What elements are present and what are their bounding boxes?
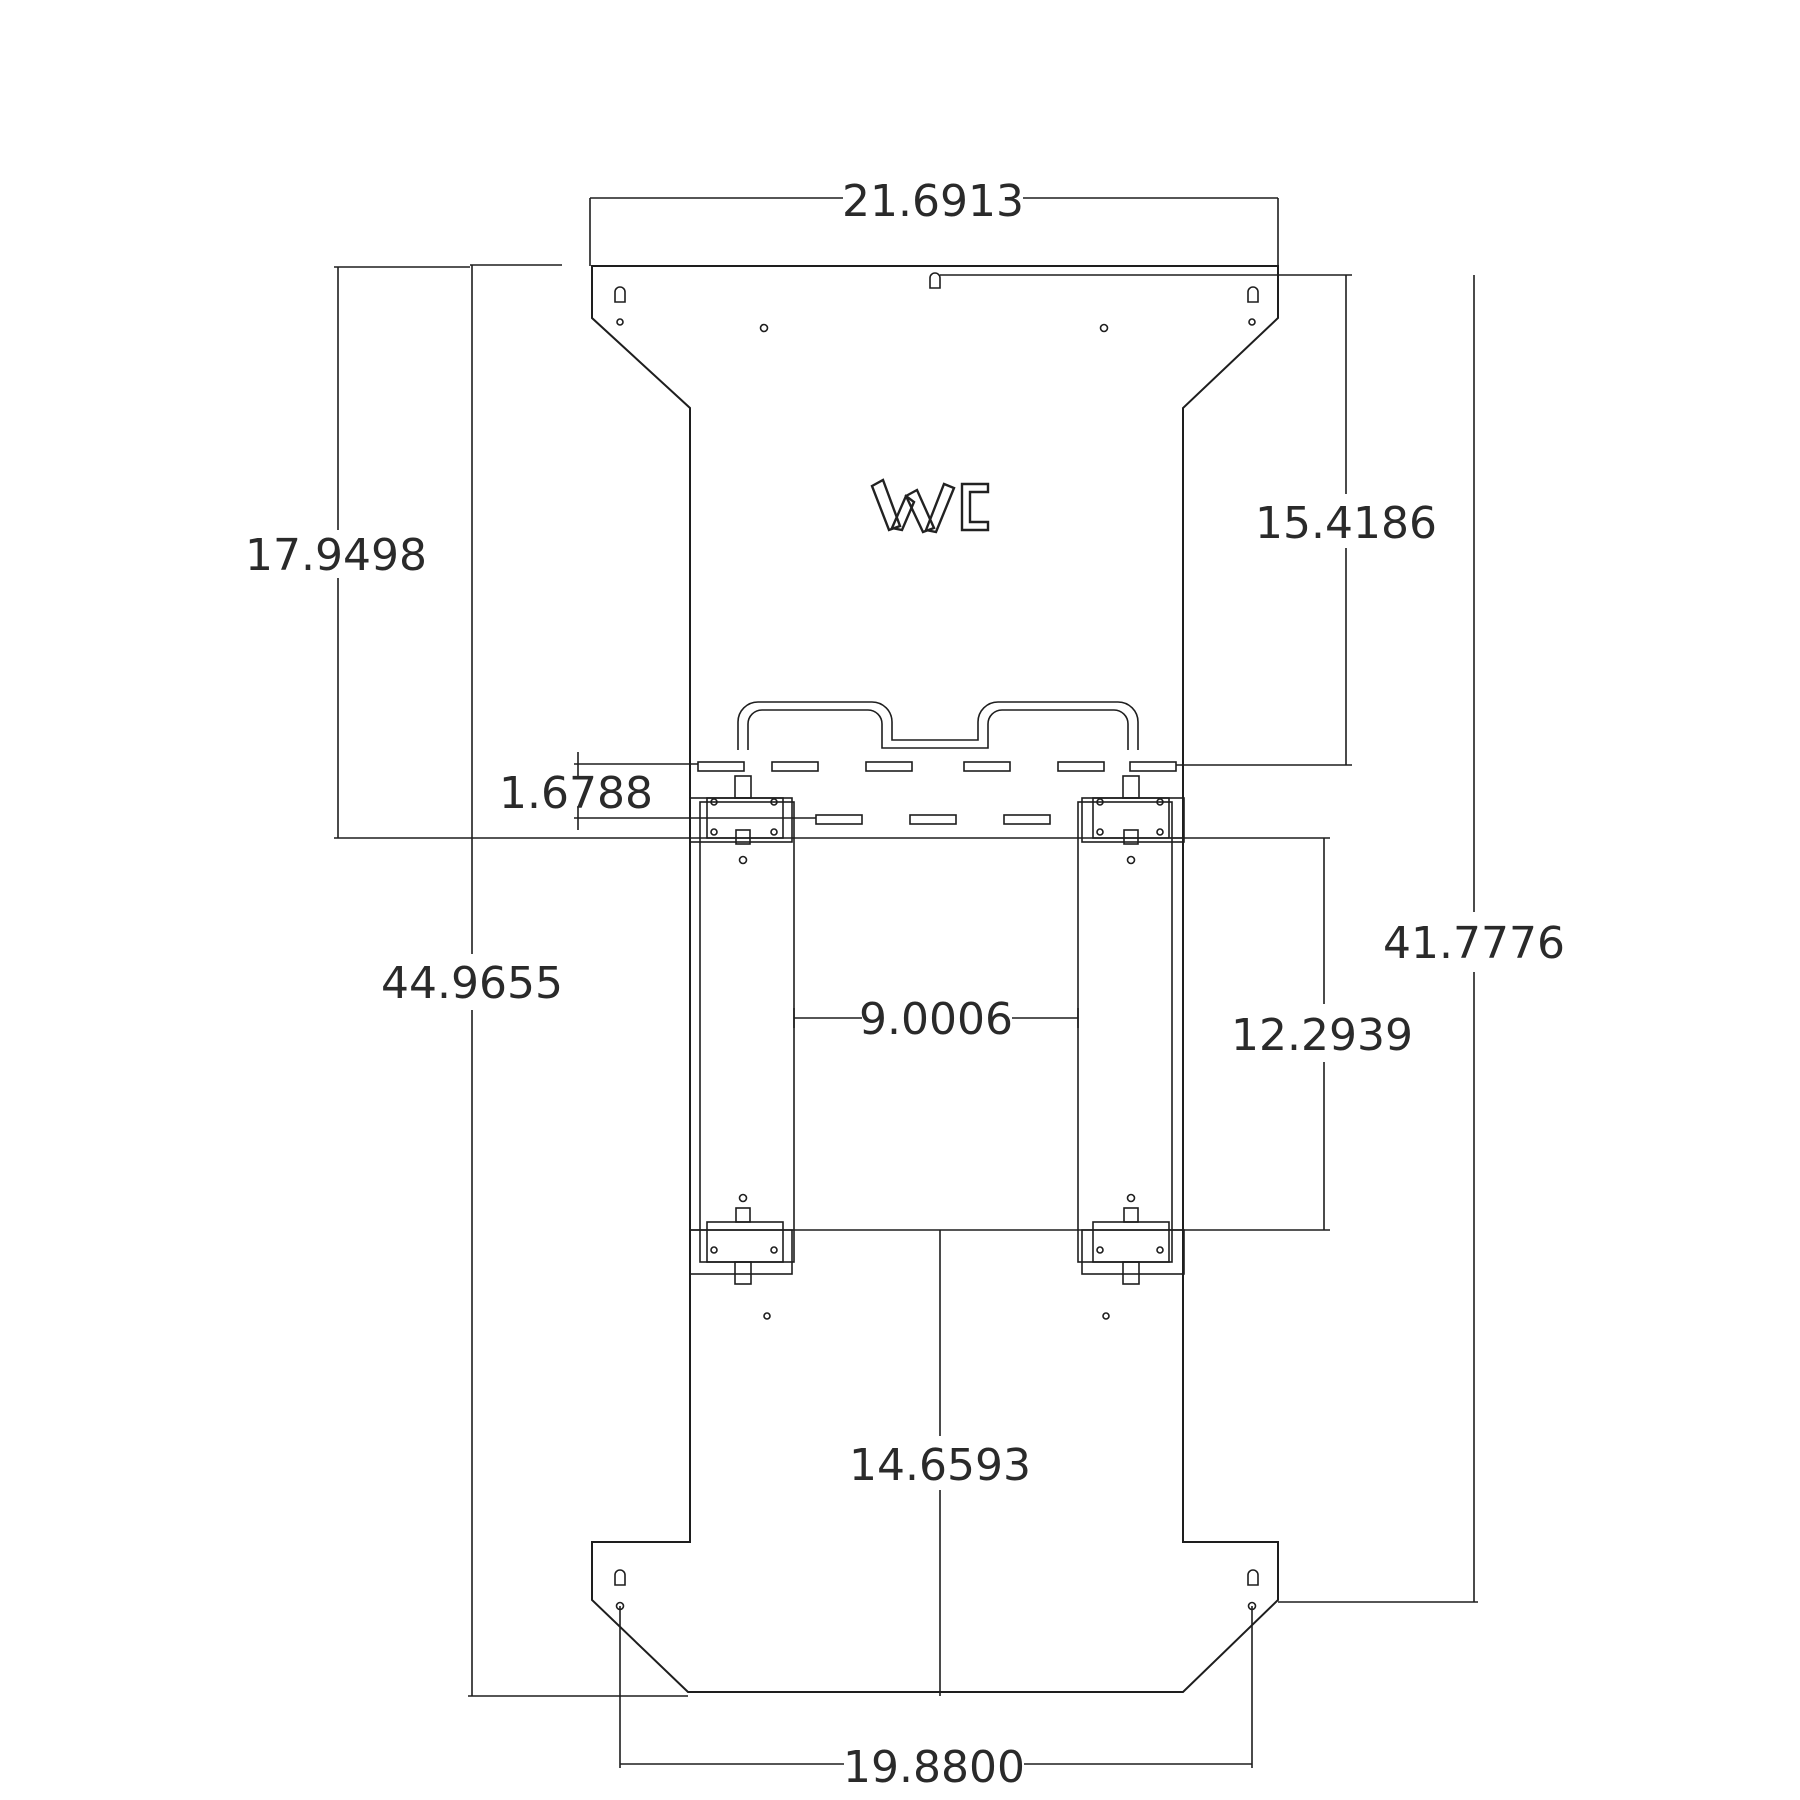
plate-outline [470,264,1279,1693]
latch-bottom-right [1092,1193,1170,1285]
keyhole-icon [614,1569,626,1586]
mounting-holes [614,272,1259,1611]
right-rail [1077,797,1185,1275]
slots-row-1 [697,761,1177,772]
latch-bottom-left [706,1193,784,1285]
dim-rail-height: 12.2939 [1231,1010,1413,1061]
dim-top-width: 21.6913 [842,176,1024,227]
keyhole-icon [1247,1569,1259,1586]
keyhole-icon [929,272,941,289]
dim-right-overall-height: 41.7776 [1383,918,1565,969]
dim-right-upper-height: 15.4186 [1255,498,1437,549]
dim-bottom-hole-width: 19.8800 [843,1742,1025,1793]
dimension-lines [334,197,1478,1768]
wc-logo: WC [870,478,990,534]
latch-top-left [706,775,784,865]
dim-lower-height: 14.6593 [849,1440,1031,1491]
keyhole-icon [1247,286,1259,303]
latch-top-right [1092,775,1170,865]
dim-slot-spacing: 1.6788 [499,768,653,819]
dim-left-overall-height: 44.9655 [381,958,563,1009]
handle [737,701,1139,750]
left-rail [689,797,795,1275]
slots-row-2 [815,814,1051,825]
dim-left-upper-height: 17.9498 [245,530,427,581]
dim-rail-spacing: 9.0006 [859,994,1013,1045]
keyhole-icon [614,286,626,303]
